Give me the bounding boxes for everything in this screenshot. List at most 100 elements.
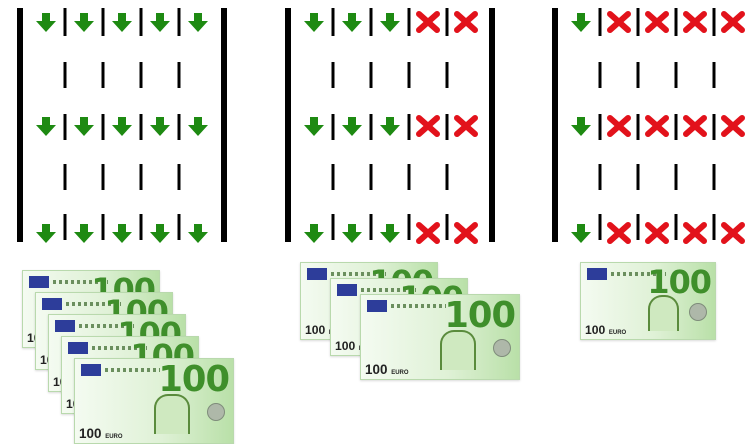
lane-divider — [408, 114, 411, 140]
lane-divider — [178, 62, 181, 88]
lane-divider — [370, 8, 373, 36]
lane-divider — [713, 8, 716, 36]
lane-divider — [599, 214, 602, 240]
currency-label: EURO — [609, 330, 626, 336]
down-arrow-icon — [188, 224, 208, 243]
hologram-icon — [207, 403, 225, 421]
lane-divider — [370, 164, 373, 190]
road-edge-left — [552, 8, 558, 242]
lane-divider — [637, 62, 640, 88]
eu-flag-icon — [307, 268, 327, 280]
denomination-small: 100 — [585, 323, 605, 337]
eu-flag-icon — [81, 364, 101, 376]
x-cross-icon — [610, 225, 628, 241]
lane-divider — [446, 62, 449, 88]
down-arrow-icon — [380, 224, 400, 243]
road-partial — [285, 8, 495, 243]
down-arrow-icon — [304, 13, 324, 32]
road-mostly-closed — [552, 8, 747, 243]
lane-divider — [64, 62, 67, 88]
denomination-small: 100 — [335, 339, 355, 353]
x-cross-icon — [686, 225, 704, 241]
x-cross-icon — [686, 118, 704, 134]
down-arrow-icon — [150, 117, 170, 136]
x-cross-icon — [724, 225, 742, 241]
lane-divider — [408, 214, 411, 240]
lane-divider — [446, 8, 449, 36]
lane-divider — [332, 114, 335, 140]
down-arrow-icon — [112, 117, 132, 136]
x-cross-icon — [457, 118, 475, 134]
x-cross-icon — [648, 118, 666, 134]
x-cross-icon — [610, 118, 628, 134]
lane-divider — [408, 8, 411, 36]
lane-divider — [675, 62, 678, 88]
lane-divider — [599, 8, 602, 36]
arch-icon — [440, 330, 476, 370]
x-cross-icon — [686, 14, 704, 30]
lane-divider — [713, 114, 716, 140]
lane-divider — [675, 8, 678, 36]
x-cross-icon — [648, 14, 666, 30]
lane-divider — [178, 114, 181, 140]
lane-divider — [675, 164, 678, 190]
illustration: 100100EURO100100EURO100100EURO100100EURO… — [0, 0, 747, 424]
x-cross-icon — [457, 225, 475, 241]
down-arrow-icon — [112, 13, 132, 32]
lane-divider — [332, 214, 335, 240]
lane-divider — [713, 62, 716, 88]
lane-divider — [178, 164, 181, 190]
lane-divider — [140, 8, 143, 36]
lane-divider — [370, 214, 373, 240]
down-arrow-icon — [150, 13, 170, 32]
down-arrow-icon — [342, 224, 362, 243]
currency-label: EURO — [105, 434, 122, 440]
lane-divider — [599, 164, 602, 190]
lane-divider — [140, 164, 143, 190]
eu-flag-icon — [68, 342, 88, 354]
down-arrow-icon — [150, 224, 170, 243]
eu-flag-icon — [337, 284, 357, 296]
denomination-large: 100 — [444, 295, 515, 336]
lane-divider — [599, 114, 602, 140]
lane-divider — [446, 214, 449, 240]
lane-divider — [332, 62, 335, 88]
x-cross-icon — [724, 14, 742, 30]
denomination-small: 100 — [305, 323, 325, 337]
lane-divider — [102, 62, 105, 88]
down-arrow-icon — [342, 13, 362, 32]
lane-divider — [102, 214, 105, 240]
down-arrow-icon — [36, 13, 56, 32]
down-arrow-icon — [380, 117, 400, 136]
eu-flag-icon — [42, 298, 62, 310]
down-arrow-icon — [74, 13, 94, 32]
banknote: 100100EURO — [360, 294, 520, 380]
x-cross-icon — [648, 225, 666, 241]
lane-divider — [713, 214, 716, 240]
down-arrow-icon — [571, 117, 591, 136]
eu-flag-icon — [367, 300, 387, 312]
lane-divider — [637, 214, 640, 240]
lane-divider — [599, 62, 602, 88]
lane-divider — [64, 114, 67, 140]
lane-divider — [637, 8, 640, 36]
down-arrow-icon — [571, 224, 591, 243]
denomination-small: 100 — [79, 426, 101, 441]
lane-divider — [178, 214, 181, 240]
denomination-large: 100 — [158, 359, 229, 400]
down-arrow-icon — [571, 13, 591, 32]
lane-divider — [446, 164, 449, 190]
arch-icon — [154, 394, 190, 434]
lane-divider — [370, 62, 373, 88]
lane-divider — [408, 62, 411, 88]
road-edge-right — [221, 8, 227, 242]
hologram-icon — [493, 339, 511, 357]
eu-flag-icon — [55, 320, 75, 332]
x-cross-icon — [419, 225, 437, 241]
lane-divider — [178, 8, 181, 36]
x-cross-icon — [724, 118, 742, 134]
denomination-large: 100 — [647, 263, 711, 301]
lane-divider — [675, 114, 678, 140]
x-cross-icon — [419, 118, 437, 134]
